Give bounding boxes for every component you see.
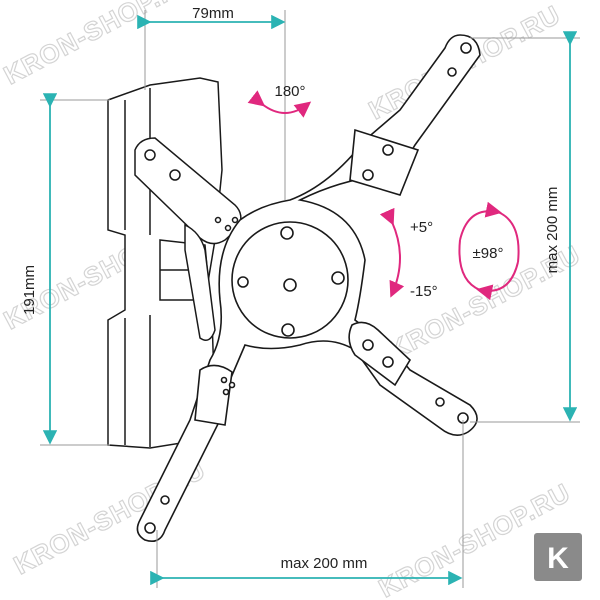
tab-hole [382,144,394,156]
kron-logo-icon: K [534,533,582,581]
rotate-label: ±98° [473,245,504,262]
vesa-cross-plate [136,34,481,543]
slot-hole [447,67,457,77]
tab-hole [220,376,228,384]
vesa-vertical-dimension: max 200 mm [470,31,580,423]
arm-hole [214,216,222,224]
swing-arms [134,137,242,341]
logo-letter: K [547,542,569,575]
watermark-text: KRON-SHOP.RU [0,0,200,90]
vesa-horizontal-dimension: max 200 mm [150,420,464,588]
slot-hole [435,397,445,407]
screw-hole [281,323,295,337]
tilt-up-label: +5° [410,219,433,236]
tab-hole [362,339,374,351]
swivel-indicator: 180° [247,83,312,118]
screw-hole [283,278,297,292]
tab-hole [382,356,394,368]
tab-hole [362,169,374,181]
arm-hole [144,149,156,161]
tilt-indicator: +5° -15° [379,207,438,300]
arm-hole [231,216,239,224]
slot-hole [160,495,170,505]
depth-dimension: 79mm [137,5,286,200]
height-label: 191mm [21,265,38,315]
depth-label: 79mm [192,5,234,22]
screw-hole [331,271,345,285]
arm-hole [169,169,181,181]
rotate-indicator: ±98° [458,201,520,301]
height-dimension: 191mm [21,93,110,446]
tab-hole [222,388,230,396]
slot-hole [144,522,156,534]
tilt-down-label: -15° [410,283,438,300]
vesa-vertical-label: max 200 mm [544,187,561,274]
slot-hole [460,42,472,54]
vesa-horizontal-label: max 200 mm [281,555,368,572]
screw-hole [237,276,249,288]
swivel-label: 180° [274,83,305,100]
arm-hole [224,224,232,232]
tab-hole [228,381,236,389]
screw-hole [280,226,294,240]
